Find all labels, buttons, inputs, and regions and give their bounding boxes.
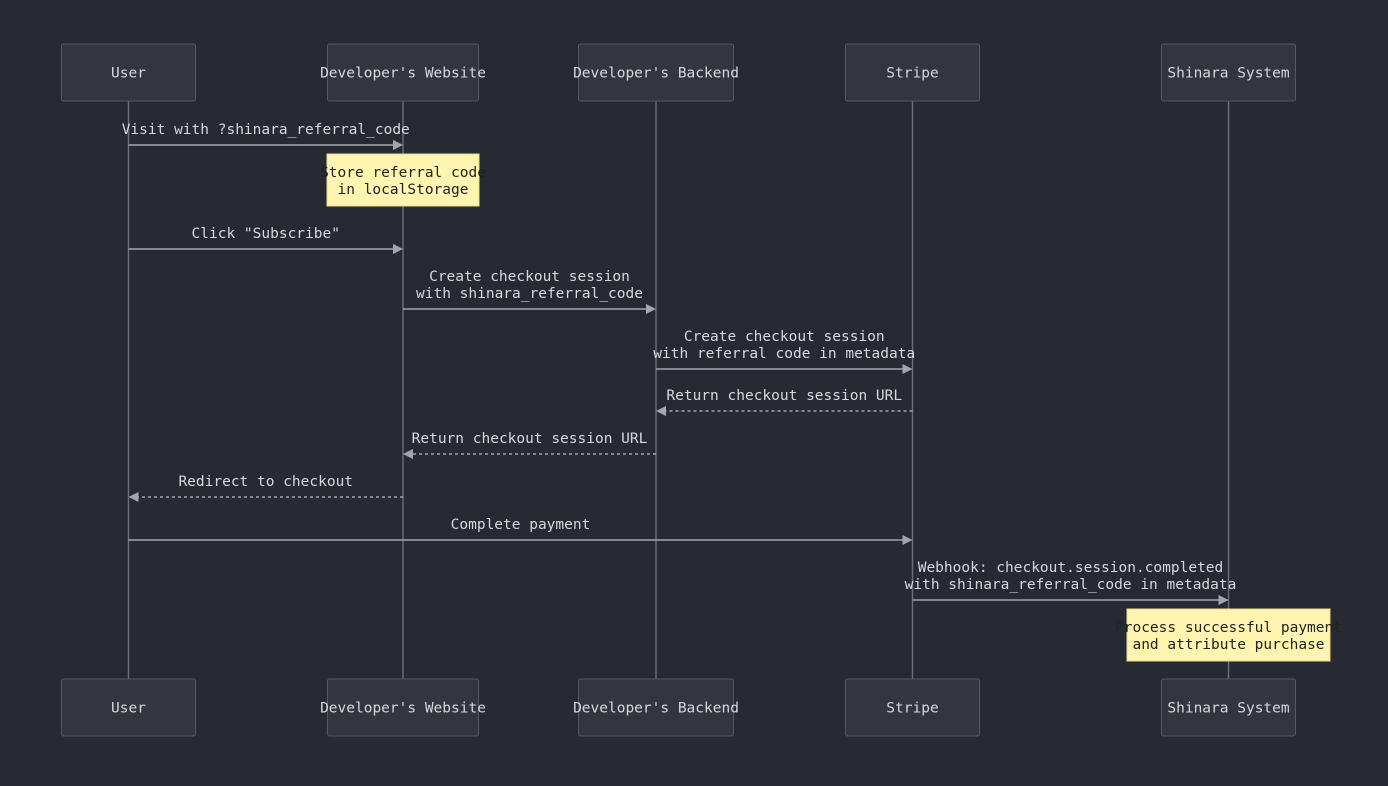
note-label: Process successful payment [1115,620,1342,636]
participant-backend-bottom: Developer's Backend [573,678,739,737]
message-6: Return checkout session URL [656,388,913,416]
arrowhead [393,244,403,254]
participant-box [327,678,479,737]
participant-user-top: User [61,43,196,102]
participant-label: Shinara System [1167,701,1289,717]
participant-backend-top: Developer's Backend [573,43,739,102]
message-3: Click "Subscribe" [128,226,403,254]
message-1: Visit with ?shinara_referral_code [122,122,410,150]
message-label: Click "Subscribe" [192,226,340,242]
note-box [1126,608,1331,662]
message-label: Complete payment [451,517,591,533]
arrowhead [128,492,139,502]
participant-box [327,43,479,102]
participant-label: Shinara System [1167,66,1289,82]
message-10: Webhook: checkout.session.completedwith … [905,560,1237,605]
message-9: Complete payment [128,517,913,545]
participant-stripe-top: Stripe [845,43,980,102]
participant-label: Stripe [886,701,938,717]
participant-site-top: Developer's Website [320,43,486,102]
arrowhead [902,364,913,374]
message-7: Return checkout session URL [403,431,656,459]
participant-label: Developer's Backend [573,66,739,82]
message-label: with shinara_referral_code [416,286,643,302]
participant-label: User [111,66,146,82]
participant-label: Developer's Website [320,701,486,717]
message-label: Webhook: checkout.session.completed [918,560,1224,576]
message-label: with shinara_referral_code in metadata [905,577,1237,593]
note-box [326,153,480,207]
participant-label: Stripe [886,66,938,82]
participant-box [61,43,196,102]
note-label: in localStorage [338,182,469,198]
participant-shinara-bottom: Shinara System [1161,678,1296,737]
message-label: Return checkout session URL [412,431,648,447]
note-label: Store referral code [320,165,486,181]
participant-user-bottom: User [61,678,196,737]
participant-box [1161,678,1296,737]
message-label: Create checkout session [429,269,630,285]
participant-box [1161,43,1296,102]
message-label: Create checkout session [684,329,885,345]
participant-shinara-top: Shinara System [1161,43,1296,102]
arrowhead [656,406,666,416]
message-8: Redirect to checkout [128,474,403,502]
participant-box [578,43,734,102]
participant-box [61,678,196,737]
participant-label: Developer's Backend [573,701,739,717]
arrowhead [1218,595,1229,605]
note-label: and attribute purchase [1132,637,1324,653]
participant-box [578,678,734,737]
arrowhead [902,535,913,545]
message-label: with referral code in metadata [653,346,915,362]
participant-box [845,678,980,737]
arrowhead [393,140,403,150]
participant-label: Developer's Website [320,66,486,82]
participant-site-bottom: Developer's Website [320,678,486,737]
arrowhead [646,304,656,314]
participant-label: User [111,701,146,717]
message-label: Visit with ?shinara_referral_code [122,122,410,138]
participant-stripe-bottom: Stripe [845,678,980,737]
participant-box [845,43,980,102]
arrowhead [403,449,413,459]
message-label: Return checkout session URL [666,388,902,404]
message-label: Redirect to checkout [178,474,353,490]
